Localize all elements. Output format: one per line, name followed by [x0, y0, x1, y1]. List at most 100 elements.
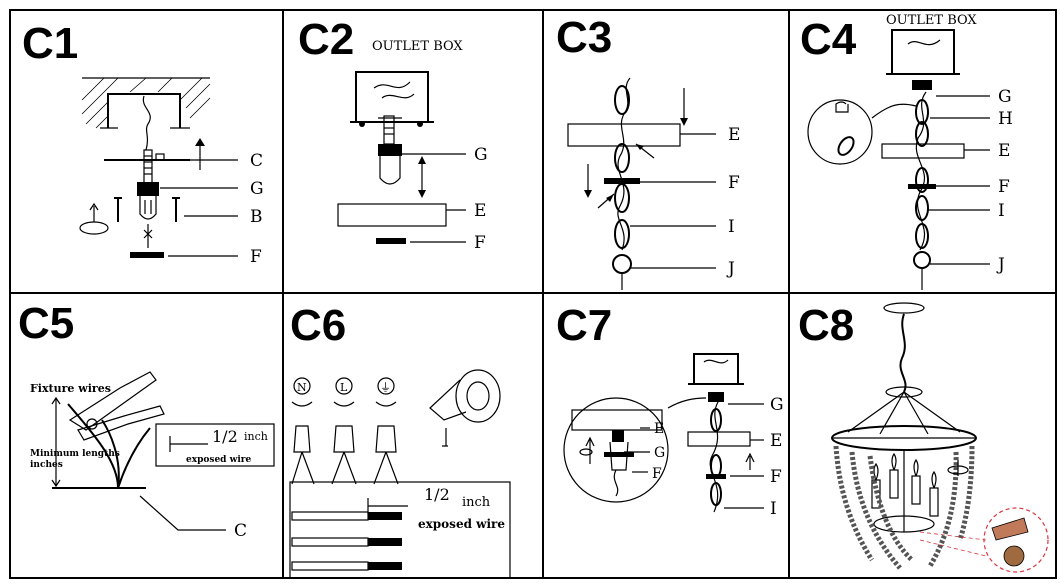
- wire-stripper-tool: [68, 371, 165, 441]
- live-symbol-text: L: [340, 381, 348, 394]
- c2-label-g: G: [474, 145, 488, 165]
- ground-symbol-text: ⏚: [380, 381, 391, 394]
- panel-c8-title: C8: [798, 301, 854, 350]
- canopy-e: [567, 123, 681, 147]
- chain: [709, 401, 722, 513]
- c4-label-j: J: [996, 255, 1005, 275]
- c7-label-g: G: [770, 395, 784, 415]
- socket-g: [378, 144, 402, 156]
- canopy-cap-f: [706, 474, 726, 479]
- outlet-box: [107, 93, 181, 128]
- chandelier-frame: [831, 386, 977, 533]
- chandelier-canopy: [883, 302, 925, 314]
- panel-c7-title: C7: [556, 301, 612, 350]
- panel-c2-title: C2: [298, 15, 354, 64]
- c4-label-f: F: [998, 177, 1010, 197]
- panel-c6: C6 N L ⏚ 1/2 inch exposed wire: [289, 301, 511, 579]
- outlet-box: [355, 71, 429, 123]
- panel-c5: C5 Fixture wires Minimum lengths inches …: [18, 299, 275, 541]
- neutral-symbol: [293, 377, 311, 395]
- socket-g: [137, 182, 159, 196]
- fixture-wire-1: [67, 403, 119, 489]
- loop-j: [913, 251, 931, 269]
- c2-label-e: E: [474, 201, 486, 221]
- panel-c4: C4 OUTLET BOX G H E F I J: [800, 13, 1013, 290]
- panel-c7: C7 G E I F E: [556, 301, 784, 519]
- c5-min-length-unit: inches: [30, 460, 63, 470]
- panel-c3-title: C3: [556, 13, 612, 62]
- panel-c5-title: C5: [18, 299, 74, 348]
- canopy-e: [687, 431, 751, 447]
- panel-c8: C8: [798, 301, 1049, 573]
- c5-inch-unit: inch: [244, 430, 268, 443]
- chain: [614, 77, 631, 251]
- c1-label-g: G: [250, 179, 264, 199]
- socket-g: [708, 392, 724, 402]
- supply-wires: [142, 95, 151, 151]
- outlet-box: [891, 29, 955, 75]
- panel-c4-title: C4: [800, 15, 857, 64]
- c6-exposed-wire-text: exposed wire: [418, 517, 505, 531]
- c1-label-b: B: [250, 207, 263, 227]
- canopy-cap-f: [376, 238, 406, 244]
- c7-label-i: I: [770, 499, 777, 519]
- canopy-cap-f: [908, 184, 936, 189]
- socket-g: [912, 80, 932, 90]
- c5-exposed-wire-callout: [155, 423, 275, 467]
- c4-label-g: G: [998, 87, 1012, 107]
- canopy-e: [881, 143, 965, 159]
- loop-j: [612, 254, 632, 274]
- live-symbol: [335, 377, 353, 395]
- chain: [915, 91, 929, 251]
- c4-caption-outlet-box: OUTLET BOX: [886, 13, 977, 28]
- c3-label-f: F: [728, 173, 740, 193]
- rotate-icon: [79, 221, 109, 235]
- c7-inset-label-g: G: [654, 445, 665, 461]
- c7-label-e: E: [770, 431, 782, 451]
- panel-c2: C2 OUTLET BOX G E F: [298, 15, 488, 253]
- canopy-cap-f: [604, 178, 640, 184]
- c3-label-j: J: [726, 259, 735, 279]
- c1-label-c: C: [250, 151, 263, 171]
- c2-label-f: F: [474, 233, 486, 253]
- threaded-nipple: [143, 149, 153, 185]
- detail-circle-link: [807, 99, 873, 165]
- neutral-symbol-text: N: [297, 381, 307, 394]
- ground-symbol: [377, 377, 395, 395]
- detail-circle-canopy: [563, 397, 669, 503]
- c1-label-f: F: [250, 247, 262, 267]
- stripped-wires: [291, 511, 402, 571]
- c5-label-c: C: [234, 521, 247, 541]
- c4-label-i: I: [998, 201, 1005, 221]
- c4-label-e: E: [998, 141, 1010, 161]
- c6-half-inch: 1/2: [424, 485, 450, 504]
- c3-label-e: E: [728, 125, 740, 145]
- c2-caption-outlet-box: OUTLET BOX: [372, 39, 463, 54]
- wire-nuts: [291, 425, 399, 485]
- c3-label-i: I: [728, 217, 735, 237]
- canopy-e: [337, 203, 447, 227]
- c5-fixture-wires-text: Fixture wires: [30, 382, 111, 395]
- c6-inch-unit: inch: [462, 495, 491, 510]
- chandelier-chain: [899, 313, 907, 393]
- c7-label-f: F: [770, 467, 782, 487]
- panel-c1: C1: [22, 19, 264, 267]
- c6-exposed-wire-box: [289, 481, 511, 579]
- c7-inset-label-f: F: [652, 466, 662, 482]
- threaded-nipple: [383, 115, 395, 145]
- panel-c6-title: C6: [290, 301, 346, 350]
- ceiling-hatch: [81, 77, 211, 129]
- c4-label-h: H: [998, 109, 1013, 129]
- c5-min-length-text: Minimum lengths: [30, 449, 120, 459]
- canopy-cap-f: [130, 252, 164, 258]
- outlet-box: [693, 353, 739, 385]
- c5-half-inch: 1/2: [212, 427, 238, 446]
- bead-strands: [833, 445, 975, 570]
- c5-exposed-wire-text: exposed wire: [186, 455, 252, 465]
- candle-lights: [871, 452, 939, 517]
- electrical-tape-roll: [429, 369, 501, 447]
- wire: [617, 77, 631, 251]
- panel-c1-title: C1: [22, 19, 78, 68]
- panel-c3: C3 E F I J: [556, 13, 740, 290]
